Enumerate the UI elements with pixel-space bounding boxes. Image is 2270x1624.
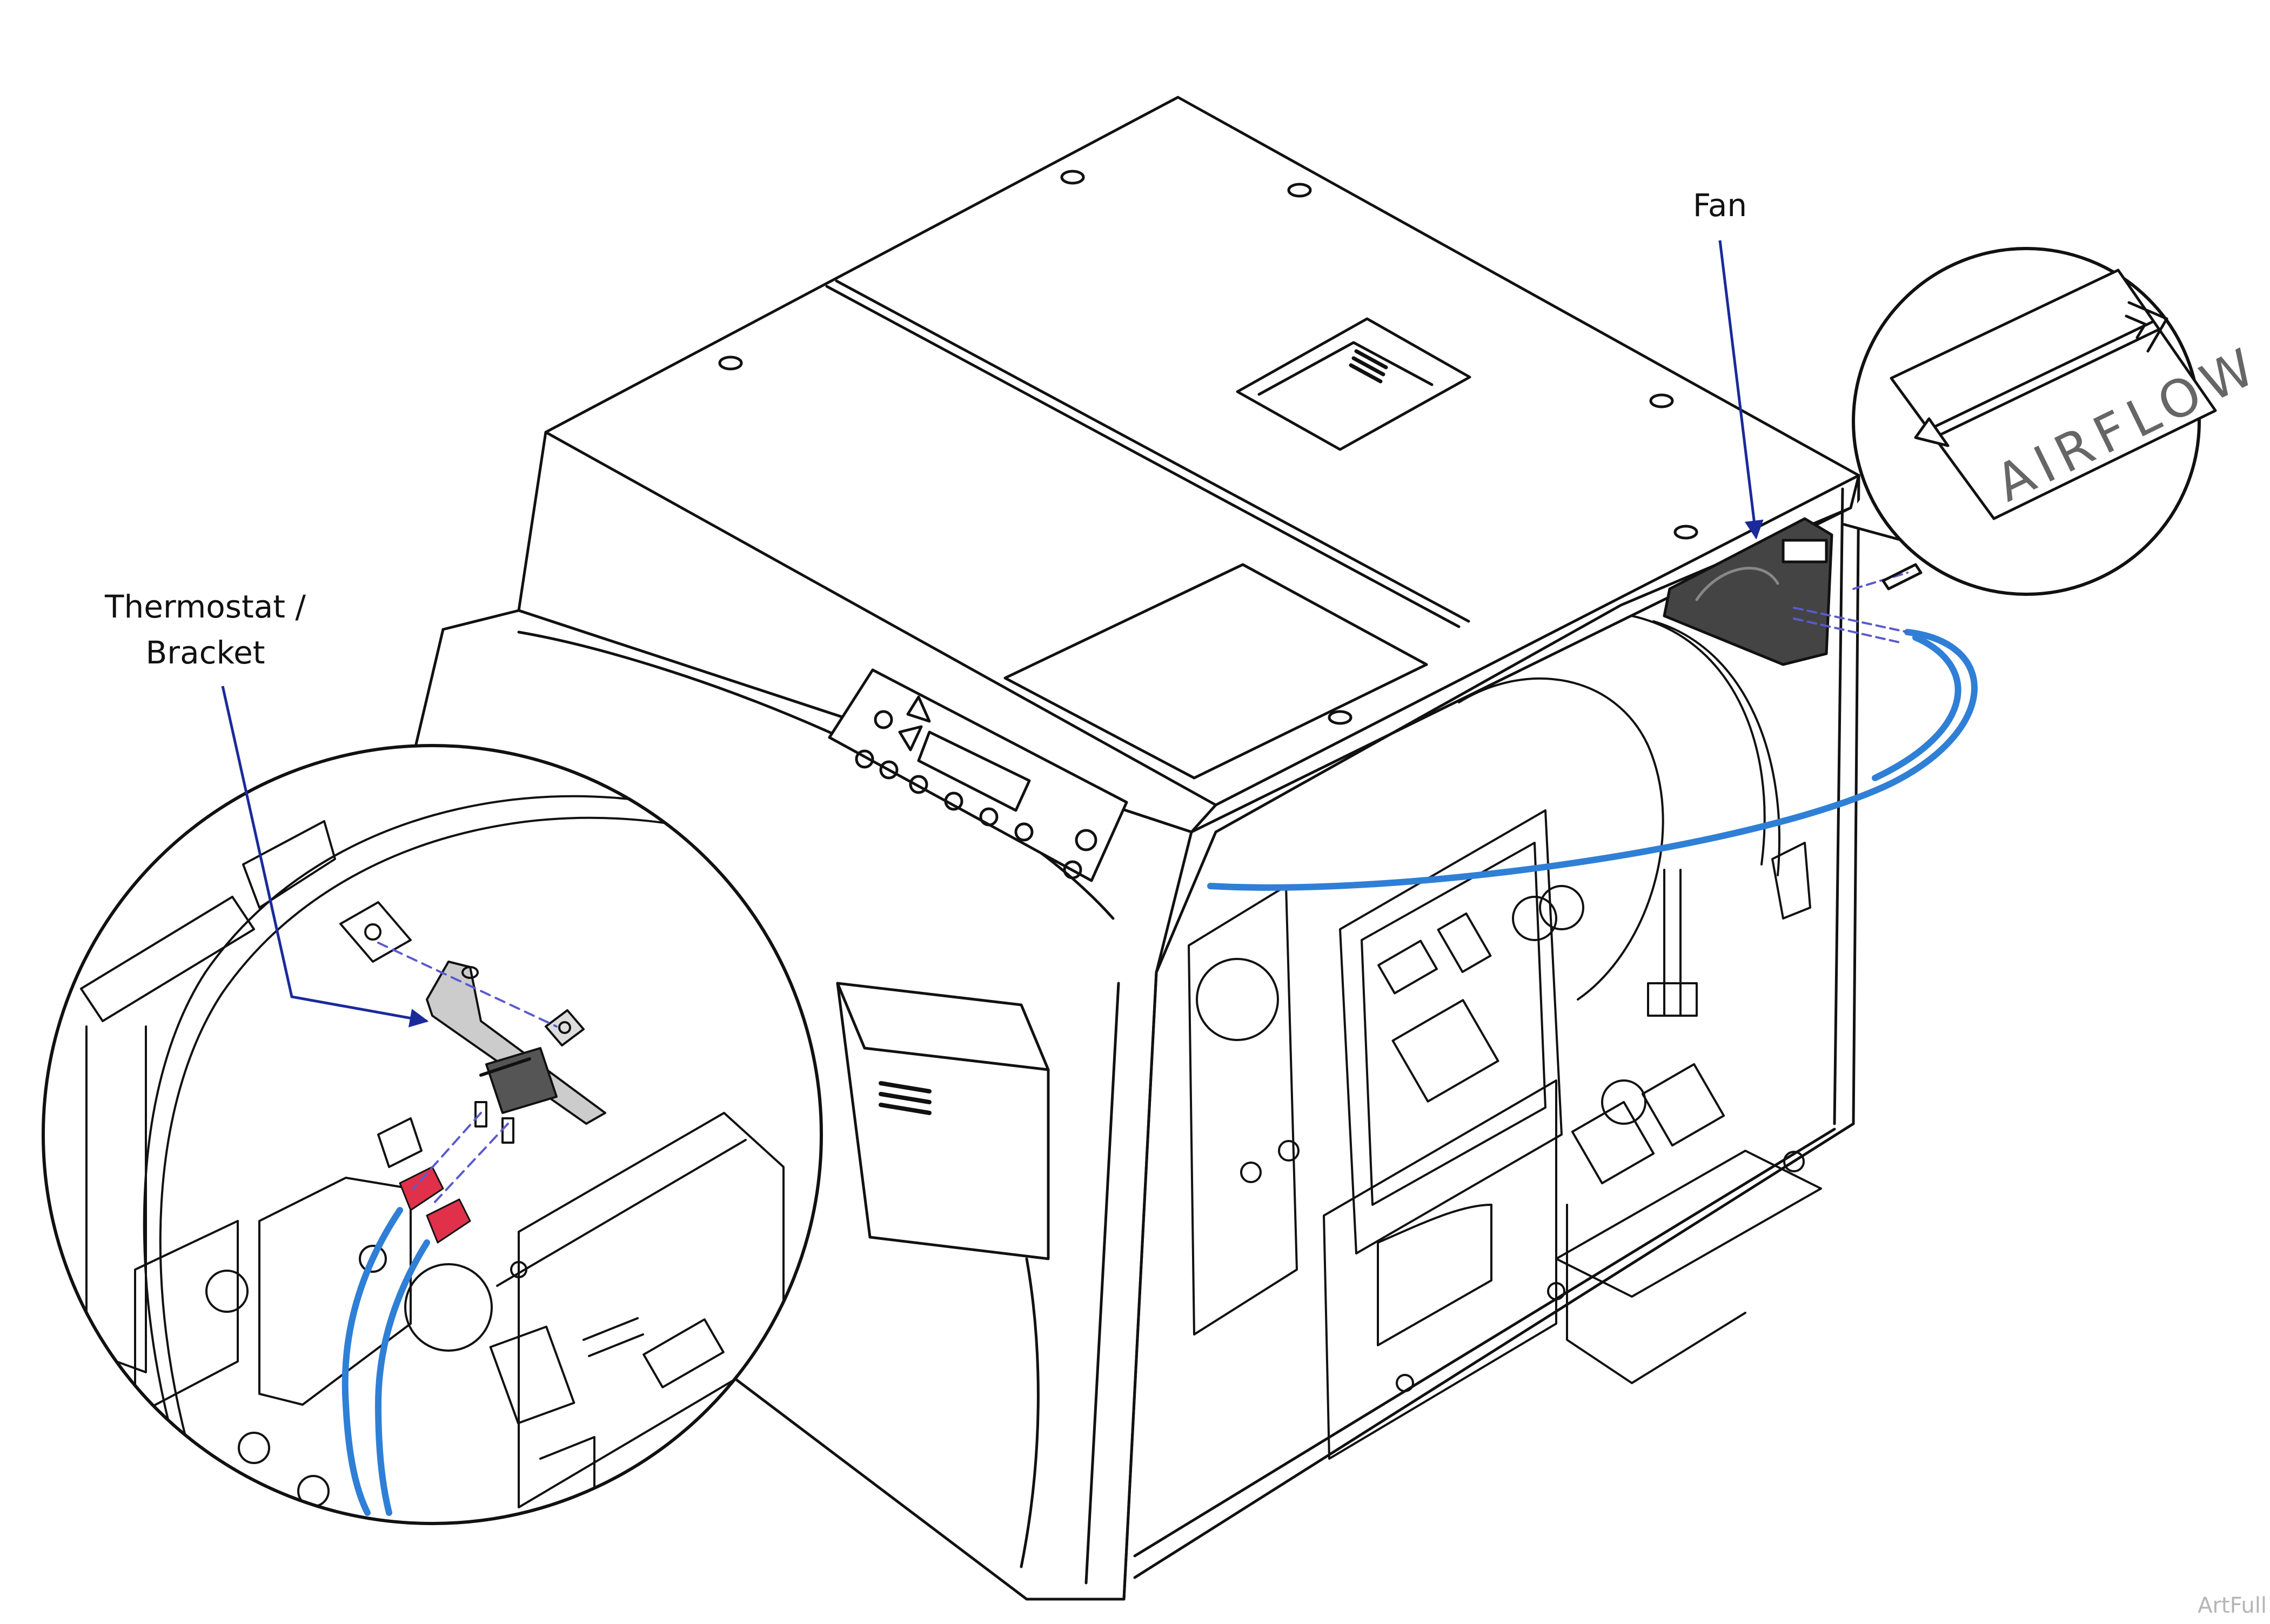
fan-wire-dashes xyxy=(1793,572,1909,644)
fan-screw-icon xyxy=(1881,563,1923,590)
thermostat-label-line2: Bracket xyxy=(145,634,265,671)
fan-leader xyxy=(1718,240,1764,540)
fan-label: Fan xyxy=(1693,187,1747,224)
thermostat-detail xyxy=(42,744,823,1525)
chamber-internals xyxy=(1188,615,1822,1460)
leader-lines xyxy=(221,240,1764,1028)
fan-cable xyxy=(1207,629,1978,891)
arrow-left-icon xyxy=(1914,301,2168,447)
thermostat-label-line1: Thermostat / xyxy=(104,588,306,625)
airflow-detail xyxy=(1841,247,2217,596)
top-cover xyxy=(517,96,1860,834)
fan-housing xyxy=(1663,517,1833,666)
thermostat-leader xyxy=(221,686,429,1028)
control-panel[interactable] xyxy=(828,668,1128,882)
watermark: ArtFull xyxy=(2198,1593,2267,1618)
